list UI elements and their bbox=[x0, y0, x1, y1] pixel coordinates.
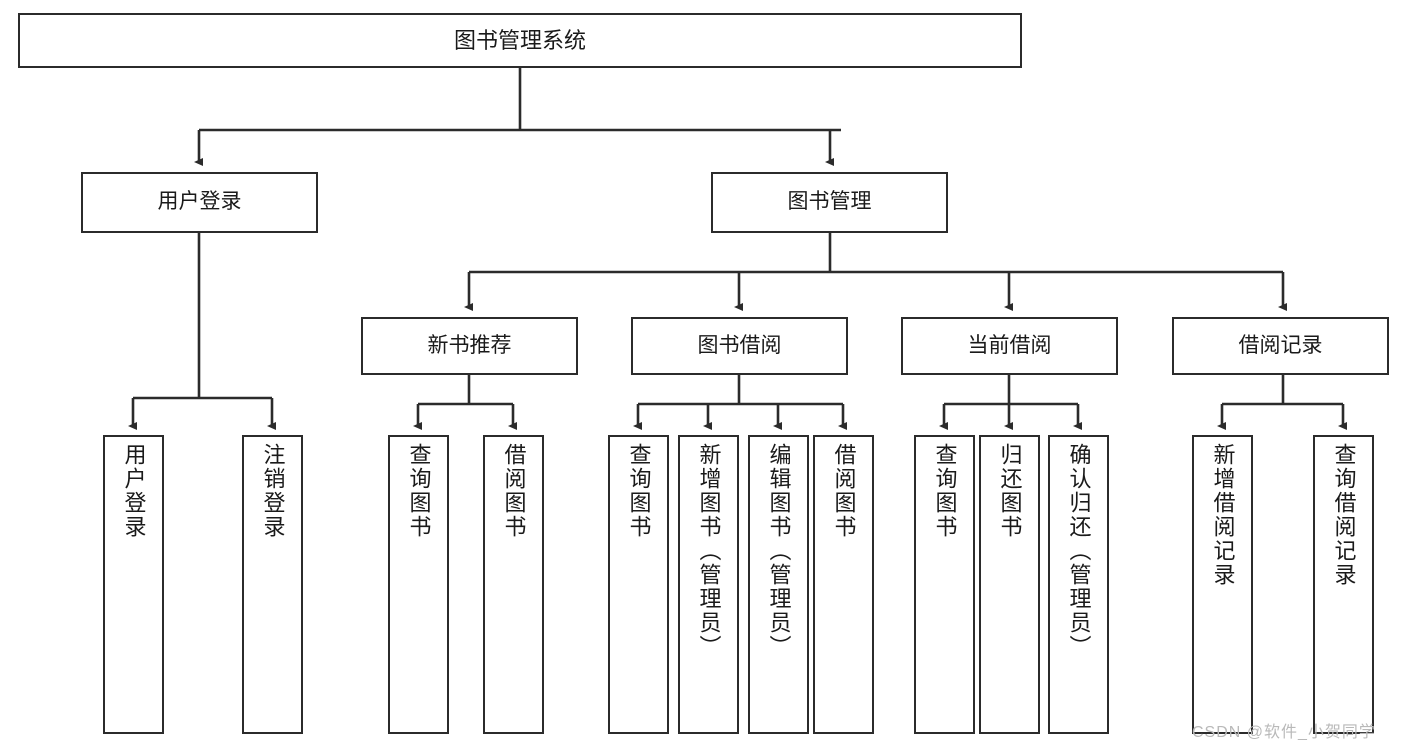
node-user-login[interactable]: 用户登录 bbox=[81, 172, 318, 233]
node-label: 新书推荐 bbox=[427, 333, 512, 357]
node-label: 图书借阅 bbox=[697, 333, 782, 357]
node-label: 用户登录 bbox=[157, 190, 242, 214]
leaf-recommend-query-book[interactable]: 查询图书 bbox=[388, 435, 449, 734]
leaf-borrow-add-book-admin[interactable]: 新增图书（管理员） bbox=[678, 435, 739, 734]
leaf-current-confirm-return-admin[interactable]: 确认归还（管理员） bbox=[1048, 435, 1109, 734]
node-label: 查询图书 bbox=[932, 443, 958, 539]
node-current-borrow[interactable]: 当前借阅 bbox=[901, 317, 1118, 375]
node-label: 用户登录 bbox=[121, 443, 147, 539]
node-label: 注销登录 bbox=[260, 443, 286, 539]
node-label: 编辑图书（管理员） bbox=[766, 443, 792, 659]
leaf-current-query-book[interactable]: 查询图书 bbox=[914, 435, 975, 734]
node-label: 借阅图书 bbox=[831, 443, 857, 539]
node-label: 借阅图书 bbox=[501, 443, 527, 539]
leaf-borrow-edit-book-admin[interactable]: 编辑图书（管理员） bbox=[748, 435, 809, 734]
leaf-user-logout[interactable]: 注销登录 bbox=[242, 435, 303, 734]
leaf-borrow-borrow-book[interactable]: 借阅图书 bbox=[813, 435, 874, 734]
node-label: 查询借阅记录 bbox=[1331, 443, 1357, 587]
node-book-management[interactable]: 图书管理 bbox=[711, 172, 948, 233]
leaf-borrow-query-book[interactable]: 查询图书 bbox=[608, 435, 669, 734]
watermark-text: CSDN @软件_小贺同学 bbox=[1192, 724, 1376, 741]
node-label: 确认归还（管理员） bbox=[1066, 443, 1092, 659]
node-label: 查询图书 bbox=[406, 443, 432, 539]
node-book-borrow[interactable]: 图书借阅 bbox=[631, 317, 848, 375]
leaf-recommend-borrow-book[interactable]: 借阅图书 bbox=[483, 435, 544, 734]
node-borrow-record[interactable]: 借阅记录 bbox=[1172, 317, 1389, 375]
node-new-book-recommend[interactable]: 新书推荐 bbox=[361, 317, 578, 375]
leaf-record-add-record[interactable]: 新增借阅记录 bbox=[1192, 435, 1253, 734]
node-label: 新增借阅记录 bbox=[1210, 443, 1236, 587]
node-label: 图书管理系统 bbox=[453, 27, 586, 53]
node-label: 查询图书 bbox=[626, 443, 652, 539]
leaf-current-return-book[interactable]: 归还图书 bbox=[979, 435, 1040, 734]
node-label: 新增图书（管理员） bbox=[696, 443, 722, 659]
leaf-user-login[interactable]: 用户登录 bbox=[103, 435, 164, 734]
node-label: 图书管理 bbox=[787, 190, 872, 214]
leaf-record-query-record[interactable]: 查询借阅记录 bbox=[1313, 435, 1374, 734]
node-label: 借阅记录 bbox=[1238, 333, 1323, 357]
node-label: 当前借阅 bbox=[967, 333, 1052, 357]
node-root-system[interactable]: 图书管理系统 bbox=[18, 13, 1022, 68]
csdn-watermark: CSDN @软件_小贺同学 bbox=[1192, 718, 1376, 742]
node-label: 归还图书 bbox=[997, 443, 1023, 539]
